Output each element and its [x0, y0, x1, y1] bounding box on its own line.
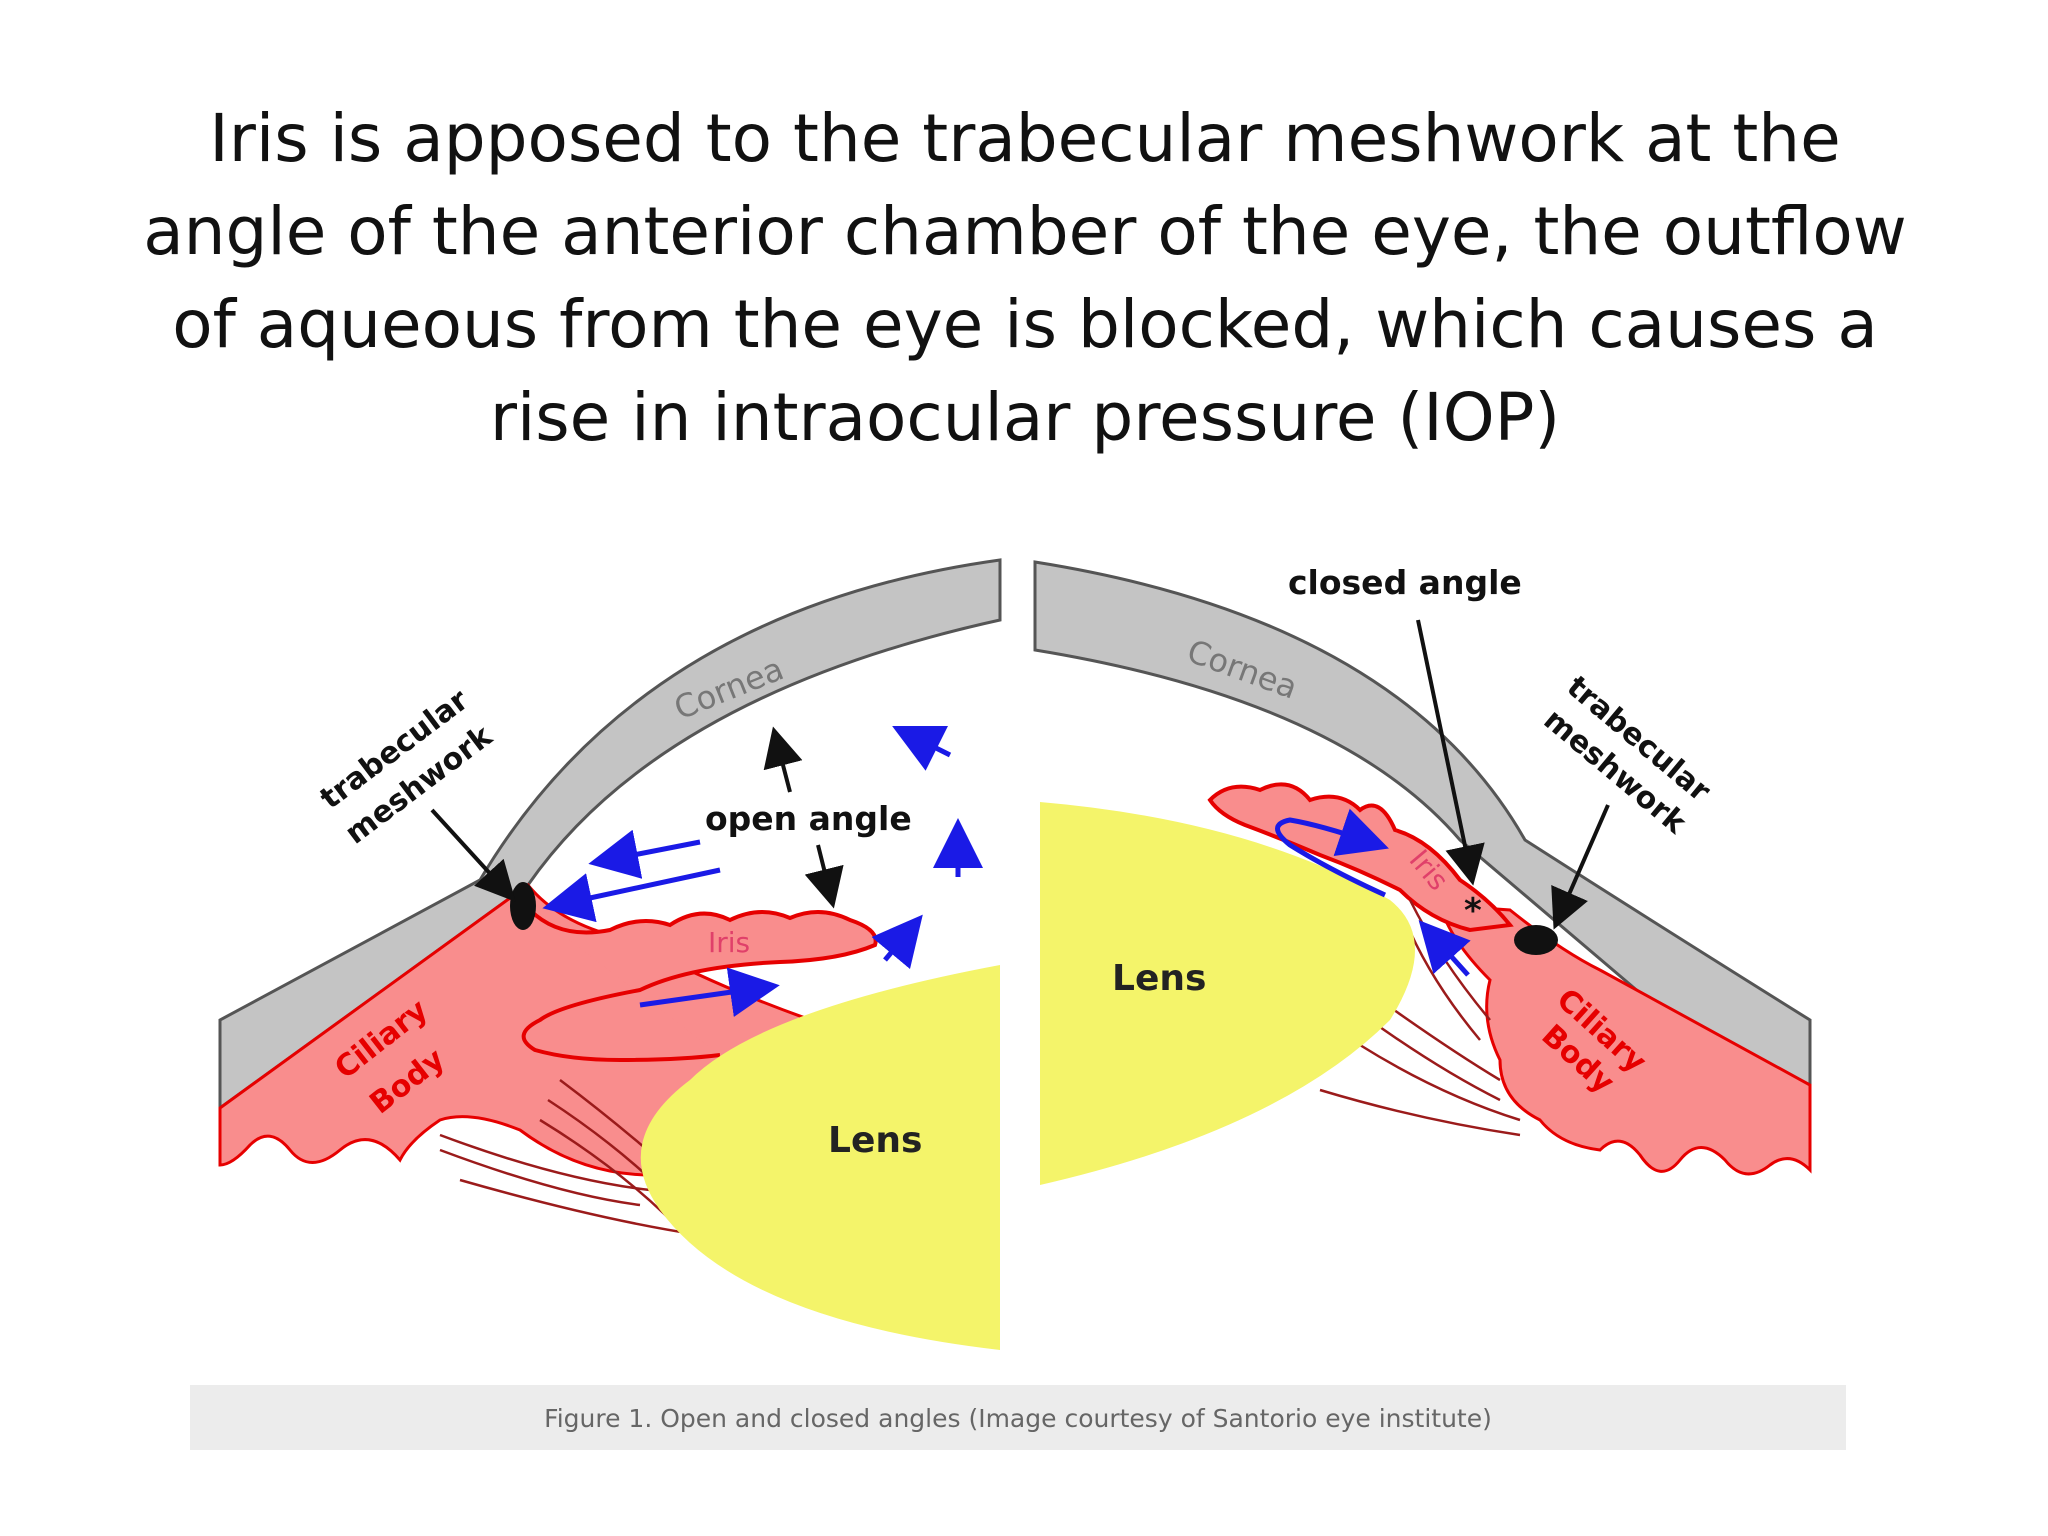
- closed-angle-pointer: [1416, 619, 1485, 886]
- iris-label-left: Iris: [708, 926, 750, 959]
- open-angle-pointer-down: [804, 844, 844, 909]
- trabecular-meshwork-left: [510, 882, 536, 930]
- asterisk-mark: *: [1464, 891, 1482, 931]
- closed-angle-label: closed angle: [1288, 563, 1522, 602]
- lens-left: [640, 965, 1000, 1350]
- slide-title: Iris is apposed to the trabecular meshwo…: [143, 100, 1907, 456]
- aqueous-flow-arrows-right: [1275, 808, 1471, 977]
- closed-angle-panel: closed angle Cornea trabecular meshwork …: [1033, 560, 1812, 1185]
- figure-caption: Figure 1. Open and closed angles (Image …: [544, 1404, 1492, 1433]
- figure-caption-bar: Figure 1. Open and closed angles (Image …: [190, 1385, 1846, 1450]
- cornea-right: [1033, 560, 1812, 1088]
- cornea-left: [218, 558, 1002, 1111]
- aqueous-flow-arrows-left: [542, 726, 983, 1017]
- open-angle-pointer-up: [763, 726, 803, 793]
- open-angle-panel: trabecular meshwork Cornea open angle Ir…: [218, 558, 1002, 1350]
- zonule-fibres-right: [1319, 899, 1521, 1137]
- trabecular-pointer-left: [430, 808, 516, 902]
- open-angle-label: open angle: [705, 799, 912, 838]
- trabecular-pointer-right: [1551, 804, 1610, 930]
- lens-right: [1040, 802, 1415, 1185]
- trabecular-meshwork-right: [1514, 925, 1558, 955]
- lens-label-right: Lens: [1112, 958, 1206, 999]
- lens-label-left: Lens: [828, 1120, 922, 1161]
- iris-left: [521, 908, 878, 1063]
